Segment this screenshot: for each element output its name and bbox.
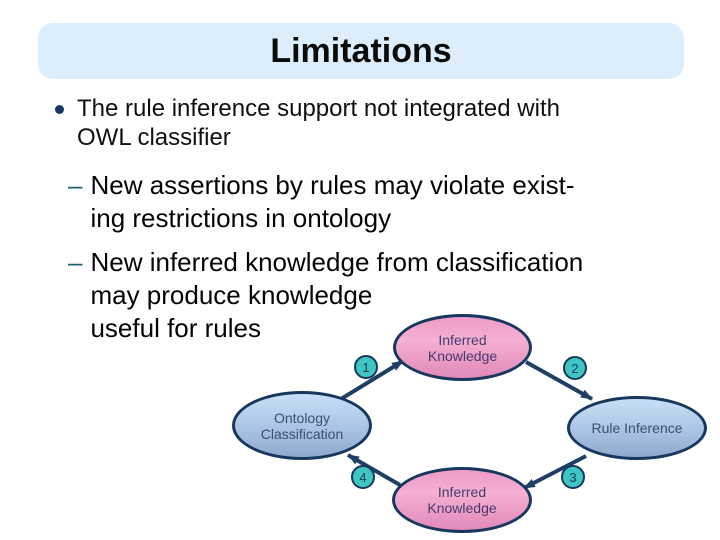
step-badge-3: 3 xyxy=(561,465,585,489)
bullet-text: New assertions by rules may violate exis… xyxy=(90,170,575,233)
bullet-list: The rule inference support not integrate… xyxy=(55,94,680,356)
bullet-item: The rule inference support not integrate… xyxy=(55,94,680,152)
bullet-dot-icon xyxy=(55,105,64,114)
step-badge-2: 2 xyxy=(563,356,587,380)
step-badge-1: 1 xyxy=(354,355,378,379)
bullet-item: – New inferred knowledge from classifica… xyxy=(68,246,680,345)
dash-icon: – xyxy=(68,170,83,200)
node-ontology-classification: Ontology Classification xyxy=(232,391,372,460)
bullet-text: New inferred knowledge from classificati… xyxy=(90,247,584,343)
node-rule-inference: Rule Inference xyxy=(567,396,707,460)
slide-title-banner: Limitations xyxy=(38,23,684,79)
dash-icon: – xyxy=(68,247,83,277)
arrow-step-4 xyxy=(347,453,401,487)
step-badge-4: 4 xyxy=(351,465,375,489)
slide-title: Limitations xyxy=(270,31,452,70)
arrow-step-3 xyxy=(523,454,587,490)
arrow-step-1 xyxy=(339,359,405,401)
arrow-step-2 xyxy=(525,360,593,401)
bullet-item: – New assertions by rules may violate ex… xyxy=(68,169,680,235)
node-inferred-knowledge-bottom: Inferred Knowledge xyxy=(392,467,532,533)
bullet-text: The rule inference support not integrate… xyxy=(77,95,560,151)
